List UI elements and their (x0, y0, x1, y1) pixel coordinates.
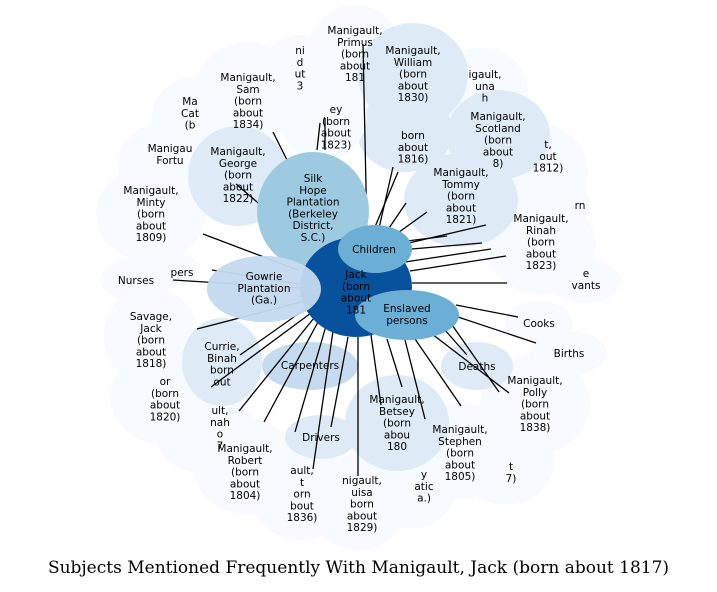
node-label-births: Births (554, 348, 585, 360)
node-label-cooks: Cooks (523, 318, 555, 330)
node-label-children: Children (352, 244, 396, 256)
node-bubble-drivers[interactable] (285, 415, 357, 459)
node-label-hidden-right-2: rn (575, 200, 586, 212)
node-bubble-savage[interactable] (103, 288, 199, 384)
node-bubble-cooks[interactable] (505, 301, 573, 345)
node-bubble-enslaved[interactable] (355, 290, 459, 340)
edge-line (404, 248, 492, 263)
node-bubble-betsey[interactable] (345, 375, 449, 471)
node-bubble-hidden-1823[interactable] (279, 69, 367, 161)
edge-line (210, 312, 312, 388)
edge-line (238, 317, 315, 412)
node-label-nurses: Nurses (118, 275, 154, 287)
diagram-caption: Subjects Mentioned Frequently With Manig… (47, 558, 670, 578)
edge-line (399, 242, 483, 251)
node-label-drivers: Drivers (302, 432, 340, 444)
edge-line (272, 131, 288, 161)
edge-line (395, 224, 487, 247)
edge-line (431, 333, 510, 394)
node-bubble-binah[interactable] (182, 318, 262, 406)
edge-line (409, 255, 507, 272)
edge-line (404, 339, 426, 420)
node-bubble-children[interactable] (338, 225, 412, 273)
node-label-deaths: Deaths (458, 361, 495, 373)
edge-line (330, 336, 349, 428)
node-bubble-rinah[interactable] (486, 198, 596, 294)
edge-line (294, 325, 327, 433)
edge-line (443, 328, 468, 356)
edge-line (449, 321, 500, 393)
edge-line (414, 338, 462, 407)
edge-line (312, 330, 334, 470)
edge-line (263, 321, 319, 423)
node-bubble-gowrie-overlay (207, 256, 321, 322)
edge-line (316, 122, 321, 151)
node-bubble-tommy[interactable] (404, 153, 518, 247)
edge-line (370, 334, 382, 406)
edge-line (454, 315, 537, 344)
node-label-keepers: pers (171, 267, 194, 279)
node-bubble-carpenters[interactable] (262, 342, 358, 390)
node-label-carpenters: Carpenters (281, 360, 339, 372)
node-bubble-hidden-1816[interactable] (357, 92, 453, 172)
edge-line (455, 304, 519, 318)
edge-line (386, 338, 403, 388)
